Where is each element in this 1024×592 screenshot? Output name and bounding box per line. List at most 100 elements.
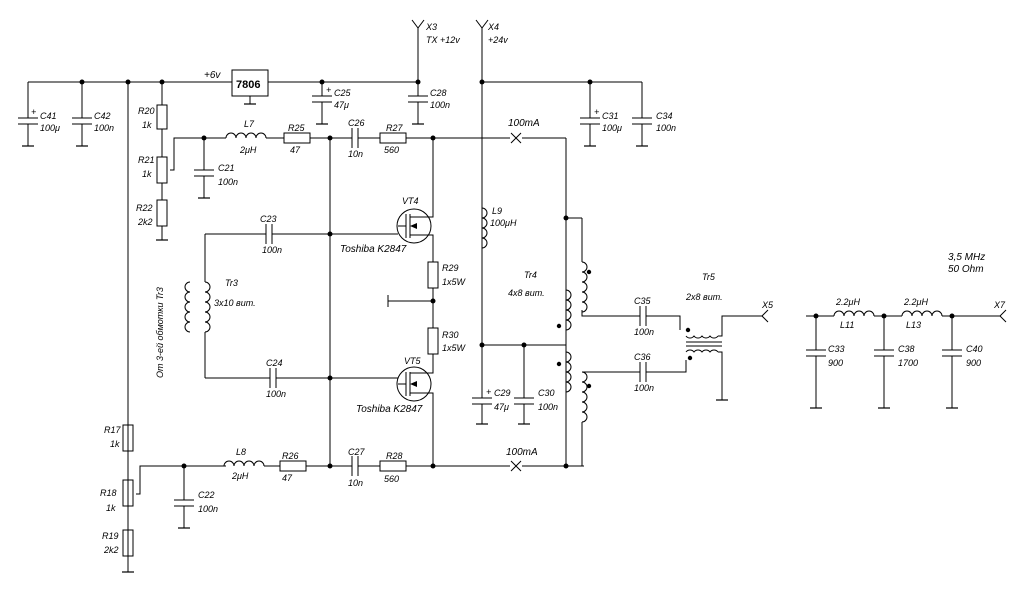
r28-value: 560: [384, 474, 399, 484]
svg-text:+: +: [326, 85, 331, 95]
l9-name: L9: [492, 206, 502, 216]
l8-value: 2μH: [231, 471, 249, 481]
c36-value: 100n: [634, 383, 654, 393]
r19-name: R19: [102, 531, 119, 541]
c22-name: C22: [198, 490, 215, 500]
inductor-l13: 2.2μH L13: [901, 297, 943, 330]
current-bottom-label: 100mA: [506, 447, 538, 458]
svg-text:+: +: [486, 387, 491, 397]
filter-impedance: 50 Ohm: [948, 264, 984, 275]
inductor-l8: L8 2μH: [223, 447, 280, 481]
l7-value: 2μH: [239, 145, 257, 155]
c29-name: C29: [494, 388, 511, 398]
capacitor-c35: C35 100n: [581, 296, 681, 337]
vt4-name: VT4: [402, 196, 419, 206]
capacitor-c26: C26 10n: [346, 118, 380, 159]
port-x3: X3 TX +12v: [411, 19, 460, 82]
r17-name: R17: [104, 425, 122, 435]
c23-name: C23: [260, 214, 277, 224]
capacitor-c36: C36 100n: [582, 352, 687, 393]
vt4-part: Toshiba K2847: [340, 244, 407, 255]
source-ground-tap: [387, 295, 436, 307]
c34-name: C34: [656, 111, 673, 121]
l13-name: L13: [906, 320, 921, 330]
l13-value: 2.2μH: [903, 297, 928, 307]
c24-name: C24: [266, 358, 283, 368]
r26-value: 47: [282, 473, 293, 483]
r22-name: R22: [136, 203, 153, 213]
capacitor-c29: + C29 47μ: [472, 345, 511, 425]
resistor-r25: R25 47: [283, 123, 346, 155]
c31-name: C31: [602, 111, 619, 121]
r18-name: R18: [100, 488, 117, 498]
tr5-turns: 2x8 вит.: [685, 292, 723, 302]
capacitor-c30: C30 100n: [514, 345, 558, 425]
r26-name: R26: [282, 451, 299, 461]
resistor-r22: R22 2k2: [136, 199, 169, 241]
x3-label: TX +12v: [426, 35, 460, 45]
r30-value: 1x5W: [442, 343, 467, 353]
capacitor-c25: + C25 47μ: [312, 82, 352, 125]
tr5-name: Tr5: [702, 272, 716, 282]
c30-name: C30: [538, 388, 555, 398]
transformer-tr3: Tr3 3x10 вит. От 3-ей обмотки Tr3: [155, 234, 256, 378]
capacitor-c38: C38 1700: [874, 316, 918, 409]
c21-value: 100n: [218, 177, 238, 187]
tr4-turns: 4x8 вит.: [508, 288, 545, 298]
resistor-r28: R28 560: [379, 451, 584, 484]
r25-value: 47: [290, 145, 301, 155]
capacitor-c22: C22 100n: [174, 463, 218, 529]
c22-value: 100n: [198, 504, 218, 514]
inductor-l11: 2.2μH L11: [833, 297, 875, 330]
filter-frequency: 3,5 MHz: [948, 252, 985, 263]
rail-24v-wires: [482, 81, 643, 118]
tr3-note: От 3-ей обмотки Tr3: [155, 287, 165, 378]
inductor-l7: L7 2μH: [225, 119, 284, 155]
capacitor-c42: C42 100n: [72, 111, 114, 147]
inductor-l9: L9 100μH: [481, 206, 517, 249]
c26-value: 10n: [348, 149, 363, 159]
capacitor-c23: C23 100n: [205, 214, 398, 255]
r20-name: R20: [138, 106, 155, 116]
resistor-r20: R20 1k: [138, 104, 168, 157]
x4-name: X4: [487, 22, 499, 32]
r30-name: R30: [442, 330, 459, 340]
c27-value: 10n: [348, 478, 363, 488]
c40-value: 900: [966, 358, 981, 368]
r18-value: 1k: [106, 503, 116, 513]
l9-value: 100μH: [490, 218, 517, 228]
x7-name: X7: [993, 300, 1006, 310]
resistor-r27: R27 560: [379, 123, 566, 155]
capacitor-c33: C33 900: [806, 316, 845, 409]
resistor-r21: R21 1k: [138, 137, 226, 200]
capacitor-c34: C34 100n: [632, 111, 676, 147]
vt5-part: Toshiba K2847: [356, 404, 423, 415]
transformer-tr4: Tr4 4x8 вит.: [508, 138, 592, 467]
port-x4: X4 +24v: [475, 19, 508, 345]
c34-value: 100n: [656, 123, 676, 133]
r25-name: R25: [288, 123, 306, 133]
x4-label: +24v: [488, 35, 508, 45]
r28-name: R28: [386, 451, 403, 461]
c38-name: C38: [898, 344, 915, 354]
transistor-vt5: VT5 Toshiba K2847: [356, 356, 434, 466]
c35-name: C35: [634, 296, 652, 306]
c41-name: C41: [40, 111, 57, 121]
regulator-7806: 7806: [231, 69, 269, 105]
capacitor-c24: C24 100n: [205, 358, 398, 399]
c33-value: 900: [828, 358, 843, 368]
r17-value: 1k: [110, 439, 120, 449]
r29-value: 1x5W: [442, 277, 467, 287]
current-top-label: 100mA: [508, 118, 540, 129]
c23-value: 100n: [262, 245, 282, 255]
resistor-r29: R29 1x5W: [427, 261, 467, 328]
c21-name: C21: [218, 163, 235, 173]
resistor-r19: R19 2k2: [102, 529, 135, 573]
svg-text:+: +: [594, 107, 599, 117]
resistor-r17: R17 1k: [104, 424, 134, 452]
c25-name: C25: [334, 88, 352, 98]
c30-value: 100n: [538, 402, 558, 412]
capacitor-c41: + C41 100μ: [18, 107, 60, 147]
tr3-turns: 3x10 вит.: [214, 298, 256, 308]
